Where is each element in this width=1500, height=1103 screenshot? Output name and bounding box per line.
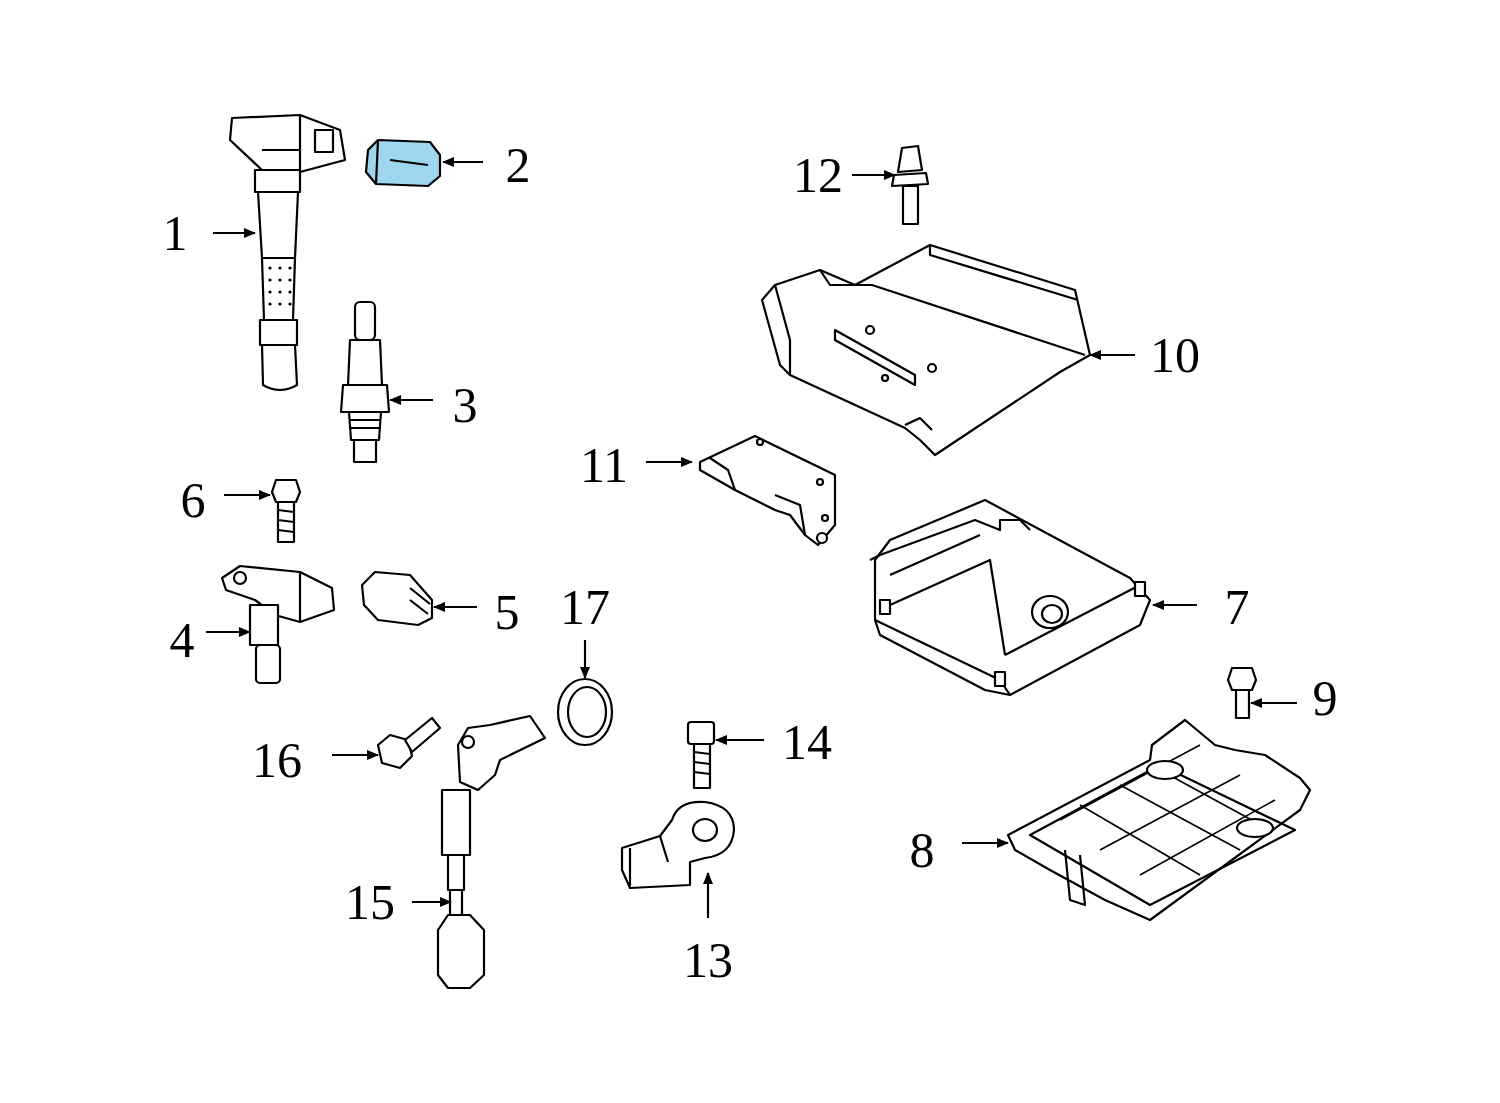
bolt bbox=[1228, 668, 1256, 718]
ignition-coil bbox=[230, 115, 345, 390]
callout-number: 7 bbox=[1225, 582, 1250, 632]
leader-arrows bbox=[206, 162, 1297, 918]
coil-connector bbox=[366, 140, 440, 186]
callout-number: 17 bbox=[560, 582, 610, 632]
crankshaft-sensor bbox=[438, 716, 545, 988]
bolt bbox=[892, 146, 928, 224]
callout-number: 11 bbox=[580, 440, 628, 490]
callout-number: 3 bbox=[453, 380, 478, 430]
callout-number: 13 bbox=[683, 935, 733, 985]
mounting-bracket bbox=[700, 436, 835, 545]
sensor-connector bbox=[362, 572, 432, 625]
callout-number: 8 bbox=[910, 825, 935, 875]
bolt bbox=[272, 480, 300, 542]
knock-sensor bbox=[622, 802, 734, 888]
callout-number: 12 bbox=[793, 150, 843, 200]
camshaft-sensor bbox=[222, 566, 334, 683]
callout-number: 10 bbox=[1150, 330, 1200, 380]
spark-plug bbox=[341, 302, 389, 462]
callout-number: 6 bbox=[181, 475, 206, 525]
callout-number: 15 bbox=[345, 877, 395, 927]
ecu-tray bbox=[1008, 720, 1310, 920]
ecu-cover bbox=[762, 245, 1090, 455]
engine-control-unit bbox=[870, 500, 1150, 695]
callout-number: 9 bbox=[1313, 673, 1338, 723]
callout-number: 5 bbox=[495, 587, 520, 637]
callout-number: 4 bbox=[170, 615, 195, 665]
bolt bbox=[378, 718, 440, 768]
callout-number: 14 bbox=[782, 717, 832, 767]
callout-number: 2 bbox=[506, 140, 531, 190]
callout-number: 1 bbox=[163, 208, 188, 258]
bolt bbox=[688, 722, 714, 788]
callout-number: 16 bbox=[252, 735, 302, 785]
o-ring bbox=[558, 679, 612, 745]
